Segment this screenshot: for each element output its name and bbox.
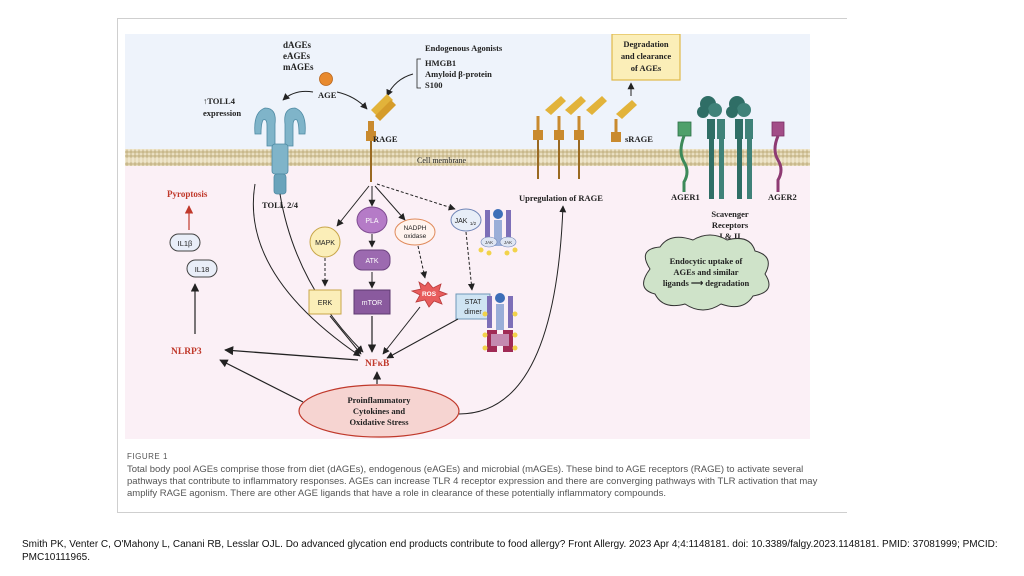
jak-small-left: JAK	[485, 240, 493, 245]
figure-caption: Total body pool AGEs comprise those from…	[127, 464, 818, 500]
il1b-node	[169, 233, 201, 252]
srage-label: sRAGE	[625, 134, 653, 144]
rage-to-mapk-arrow	[336, 185, 370, 227]
rage-to-jak-arrow	[376, 183, 456, 211]
toll24-label: TOLL 2/4	[262, 200, 299, 210]
ros-burst-icon	[410, 281, 449, 308]
degradation-label-3: of AGEs	[631, 63, 662, 73]
jak-label: JAK	[455, 218, 468, 225]
citation-text: Smith PK, Venter C, O'Mahony L, Canani R…	[22, 539, 998, 563]
il1b-label: IL1β	[178, 239, 193, 248]
jak-small-right: JAK	[504, 240, 512, 245]
upregulation-label: Upregulation of RAGE	[519, 193, 603, 203]
figure-label: FIGURE 1	[127, 452, 168, 461]
jak-receptor-icon	[478, 209, 518, 256]
mages-label: mAGEs	[283, 62, 314, 72]
endocytic-label-3: ligands ⟶ degradation	[663, 278, 750, 288]
stat-receptor-icon	[482, 293, 518, 352]
agonists-to-rage-arrow	[386, 73, 414, 97]
eages-label: eAGEs	[283, 51, 310, 61]
cell-membrane	[125, 149, 810, 166]
ager1-icon	[677, 121, 692, 192]
endocytic-label-2: AGEs and similar	[673, 267, 738, 277]
upregulated-rage-receptors-icon	[533, 96, 607, 179]
toll4-expression-label-2: expression	[203, 108, 241, 118]
il18-node	[186, 259, 218, 278]
mapk-node	[309, 226, 341, 258]
figure-frame	[117, 18, 847, 513]
rage-label: RAGE	[373, 134, 398, 144]
toll-channel-to-nfkb-curve	[279, 193, 364, 353]
erk-to-nfkb-arrow	[329, 315, 362, 355]
pathway-diagram: Cell membrane dAGEs eAGEs mAGEs AGE ↑TOL…	[125, 34, 810, 439]
agonist-amyloid: Amyloid β-protein	[425, 69, 492, 79]
diagram-background	[125, 34, 810, 439]
degradation-box	[611, 34, 681, 81]
proinflam-label-2: Cytokines and	[353, 406, 405, 416]
toll4-expression-label-1: ↑TOLL4	[203, 96, 236, 106]
pyroptosis-label: Pyroptosis	[167, 189, 208, 199]
proinflam-to-upregulation-curve	[458, 205, 567, 415]
ager1-label: AGER1	[671, 192, 700, 202]
proinflam-label-3: Oxidative Stress	[349, 417, 409, 427]
ros-to-nfkb-arrow	[382, 306, 421, 355]
agonists-bracket	[416, 58, 421, 89]
degradation-label-2: and clearance	[621, 51, 672, 61]
srage-icon	[611, 100, 637, 142]
il18-label: IL18	[195, 265, 210, 274]
atk-label: ATK	[365, 258, 378, 265]
degradation-label-1: Degradation	[623, 39, 669, 49]
toll-to-nfkb-curve	[252, 183, 361, 357]
ager2-icon	[771, 121, 785, 192]
nlrp3-label: NLRP3	[171, 347, 202, 357]
mtor-label: mTOR	[362, 300, 382, 307]
age-label: AGE	[318, 90, 337, 100]
jak-node	[450, 208, 482, 232]
nadph-label-2: oxidase	[404, 233, 427, 240]
endocytic-cloud	[643, 234, 770, 311]
stat-label-2: dimer	[464, 309, 482, 316]
stat-label-1: STAT	[465, 299, 483, 306]
nfkb-label: NFκB	[365, 359, 390, 369]
nadph-oxidase-node	[394, 218, 436, 246]
rage-receptor-icon	[366, 94, 396, 182]
scavenger-label-1: Scavenger	[711, 209, 749, 219]
proinflammatory-node	[298, 384, 460, 438]
jak-subscript: 1/2	[470, 221, 477, 226]
endogenous-agonists-title: Endogenous Agonists	[425, 43, 503, 53]
nadph-to-ros-arrow	[417, 245, 428, 279]
erk-label: ERK	[318, 300, 333, 307]
nfkb-to-nlrp3-arrow	[224, 346, 359, 361]
age-ball-icon	[319, 72, 333, 86]
ager2-label: AGER2	[768, 192, 797, 202]
rage-to-nadph-arrow	[374, 185, 406, 221]
agonist-s100: S100	[425, 80, 442, 90]
mtor-node	[353, 289, 391, 315]
scavenger-receptors-icon	[697, 96, 753, 199]
age-to-toll-arrow	[282, 90, 314, 101]
proinflam-label-1: Proinflammatory	[347, 395, 411, 405]
dages-label: dAGEs	[283, 40, 312, 50]
erk-node	[308, 289, 342, 315]
scavenger-label-2: Receptors	[712, 220, 749, 230]
nadph-label-1: NADPH	[404, 225, 427, 232]
cell-membrane-label: Cell membrane	[417, 156, 467, 165]
ros-label: ROS	[422, 291, 437, 298]
proinflam-to-nlrp3-arrow	[219, 359, 304, 403]
age-to-rage-arrow	[336, 91, 368, 110]
stat-to-nfkb-arrow	[386, 318, 459, 359]
endocytic-label-1: Endocytic uptake of	[670, 256, 743, 266]
mapk-label: MAPK	[315, 240, 335, 247]
atk-node	[353, 249, 391, 271]
pla-label: PLA	[365, 218, 379, 225]
pla-node	[356, 206, 388, 234]
scavenger-label-3: I & II	[719, 231, 741, 241]
agonist-hmgb1: HMGB1	[425, 58, 456, 68]
